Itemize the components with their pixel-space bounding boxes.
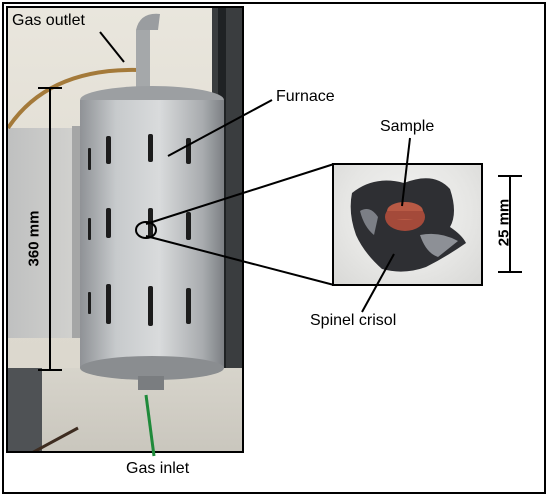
furnace-bottom xyxy=(80,356,224,380)
floor-shadow xyxy=(8,368,42,451)
sample-inset-drawing xyxy=(350,178,466,272)
furnace-stand xyxy=(138,376,164,390)
sample-label: Sample xyxy=(380,118,435,135)
crucible-highlight xyxy=(360,209,378,235)
gas-outlet-pointer xyxy=(99,31,125,63)
floor-rod xyxy=(32,426,79,451)
spinel-crisol-label: Spinel crisol xyxy=(310,312,397,329)
outlet-pipe xyxy=(136,30,150,90)
zoom-line-bottom xyxy=(145,235,335,286)
gas-inlet-label: Gas inlet xyxy=(126,460,190,477)
furnace-pointer xyxy=(167,99,273,157)
gas-inlet-pointer xyxy=(144,394,156,457)
sample-pointer xyxy=(401,137,411,207)
furnace-photo-drawing xyxy=(8,8,242,451)
gas-hose xyxy=(8,67,139,130)
zoom-region-marker xyxy=(135,221,157,239)
sample-inset-photo xyxy=(332,163,483,286)
sample-height-label: 25 mm xyxy=(495,198,513,247)
sample-pellet-side xyxy=(387,211,423,219)
zoom-line-top xyxy=(145,163,335,225)
crucible-highlight xyxy=(420,233,458,257)
spinel-crisol-pointer xyxy=(361,253,395,313)
gas-outlet-label: Gas outlet xyxy=(12,12,85,29)
side-unit xyxy=(8,128,78,338)
furnace-slots xyxy=(88,134,191,326)
floor xyxy=(8,368,242,451)
furnace-height-label: 360 mm xyxy=(25,210,43,267)
furnace-label: Furnace xyxy=(276,88,335,105)
outlet-cap xyxy=(136,13,160,30)
furnace-photo xyxy=(6,6,244,453)
